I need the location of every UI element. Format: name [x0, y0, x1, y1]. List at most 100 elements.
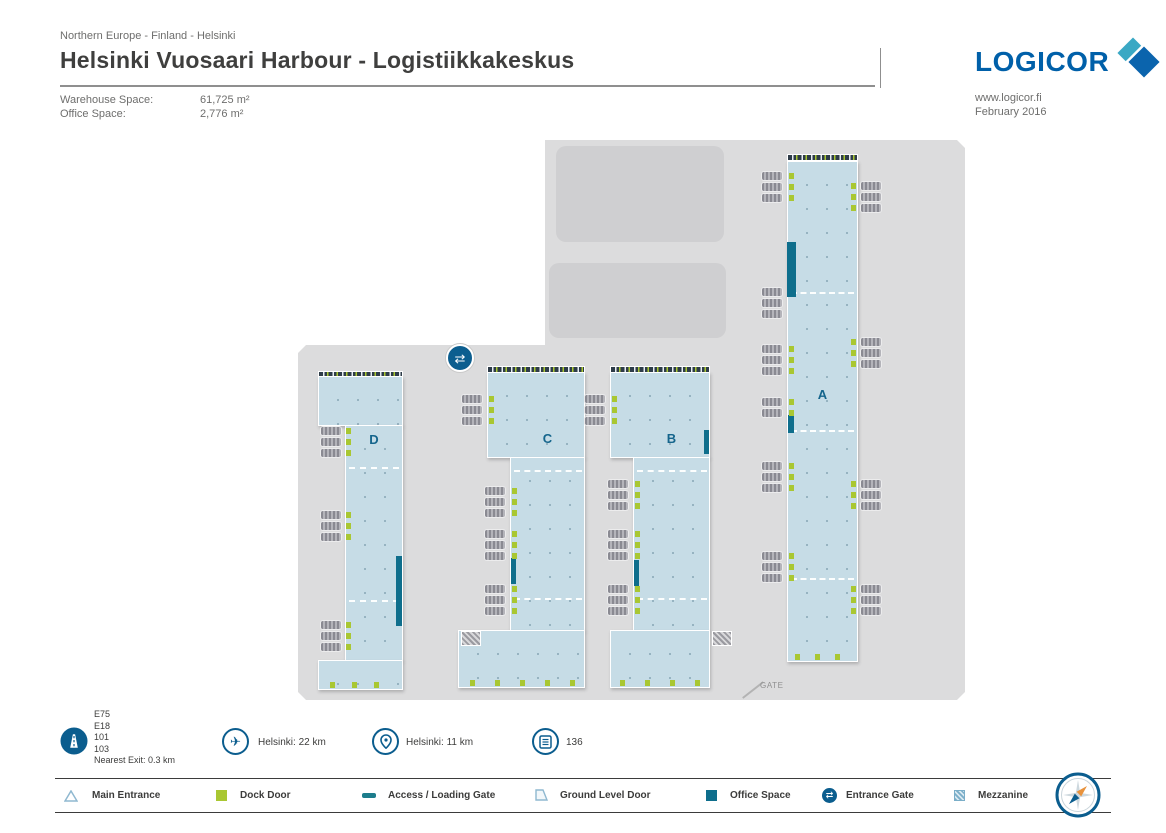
dock-door-marker — [851, 183, 856, 189]
dock-door-marker — [512, 499, 517, 505]
dock-truck — [762, 194, 782, 202]
dock-truck — [321, 522, 341, 530]
dock-truck — [608, 541, 628, 549]
bay-divider — [791, 578, 854, 580]
dock-door-marker — [545, 680, 550, 686]
dock-truck — [321, 621, 341, 629]
dock-truck — [762, 356, 782, 364]
ramp-hatch — [461, 631, 481, 646]
office-space-area — [704, 430, 709, 454]
dock-truck — [861, 204, 881, 212]
roof-band — [487, 366, 585, 373]
office-space-row: Office Space: 2,776 m² — [60, 107, 250, 121]
dock-door-marker — [851, 205, 856, 211]
dock-truck — [608, 502, 628, 510]
dock-door-marker — [645, 680, 650, 686]
dock-truck — [485, 585, 505, 593]
dock-door-marker — [835, 654, 840, 660]
route-e75: E75 — [94, 709, 111, 719]
entrance-gate-arrows-icon: ⇄ — [454, 350, 466, 366]
city-distance: Helsinki: 11 km — [406, 737, 474, 748]
dock-truck — [762, 552, 782, 560]
dock-door-marker — [612, 396, 617, 402]
bay-divider — [514, 470, 582, 472]
ground-level-door-icon — [534, 788, 549, 807]
access-loading-gate-icon — [362, 793, 376, 798]
ramp-hatch — [712, 631, 732, 646]
legend-label-access-loading-gate: Access / Loading Gate — [388, 790, 496, 801]
port-route-icon — [532, 728, 559, 755]
dock-door-marker — [346, 644, 351, 650]
dock-truck — [321, 511, 341, 519]
legend-label-main-entrance: Main Entrance — [92, 790, 161, 801]
dock-door-marker — [795, 654, 800, 660]
dock-door-marker — [512, 510, 517, 516]
dock-truck — [762, 563, 782, 571]
dock-door-marker — [512, 531, 517, 537]
bay-divider — [791, 292, 854, 294]
dock-truck — [585, 406, 605, 414]
dock-door-marker — [512, 608, 517, 614]
building-section — [345, 425, 403, 661]
dock-door-marker — [489, 407, 494, 413]
dock-truck — [608, 552, 628, 560]
dock-truck — [762, 574, 782, 582]
dock-truck — [861, 607, 881, 615]
dock-truck — [321, 427, 341, 435]
office-space-area — [787, 242, 796, 297]
dock-truck — [762, 172, 782, 180]
dock-door-marker — [851, 339, 856, 345]
dock-door-marker — [789, 357, 794, 363]
dock-door-marker — [851, 194, 856, 200]
dock-truck — [762, 345, 782, 353]
dock-door-marker — [620, 680, 625, 686]
dock-door-marker — [789, 399, 794, 405]
parking-area — [549, 263, 726, 338]
dock-truck — [485, 541, 505, 549]
warehouse-space-label: Warehouse Space: — [60, 94, 154, 106]
logicor-wordmark: LOGICOR — [975, 46, 1110, 77]
dock-truck — [762, 299, 782, 307]
dock-truck — [608, 596, 628, 604]
dock-door-marker — [789, 195, 794, 201]
dock-door-marker — [789, 184, 794, 190]
dock-truck — [485, 530, 505, 538]
main-entrance-icon — [63, 789, 79, 807]
dock-door-marker — [346, 534, 351, 540]
bay-divider — [637, 598, 707, 600]
dock-truck — [762, 367, 782, 375]
page-title: Helsinki Vuosaari Harbour - Logistiikkak… — [60, 47, 575, 73]
gate-label: GATE — [760, 681, 784, 690]
dock-door-marker — [346, 512, 351, 518]
dock-door-marker — [851, 503, 856, 509]
building-label: A — [817, 386, 828, 402]
dock-door-marker — [695, 680, 700, 686]
dock-door-marker — [851, 586, 856, 592]
airport-distance: Helsinki: 22 km — [258, 737, 326, 748]
dock-truck — [762, 473, 782, 481]
dock-truck — [462, 417, 482, 425]
dock-door-marker — [635, 586, 640, 592]
dock-truck — [485, 498, 505, 506]
dock-door-marker — [789, 474, 794, 480]
office-space-value: 2,776 m² — [200, 108, 244, 120]
dock-truck — [861, 338, 881, 346]
dock-door-marker — [512, 542, 517, 548]
dock-truck — [462, 406, 482, 414]
dock-door-marker — [495, 680, 500, 686]
dock-door-marker — [851, 350, 856, 356]
dock-truck — [762, 183, 782, 191]
dock-door-marker — [789, 368, 794, 374]
roof-band — [787, 154, 858, 161]
dock-door-marker — [346, 523, 351, 529]
dock-truck — [762, 398, 782, 406]
location-pin-icon — [372, 728, 399, 755]
entrance-gate-marker: ⇄ — [446, 344, 474, 372]
building-label: C — [542, 430, 553, 446]
dock-door-marker — [635, 492, 640, 498]
route-103: 103 — [94, 743, 110, 754]
dock-truck — [762, 409, 782, 417]
dock-door-marker — [789, 485, 794, 491]
dock-door-marker — [520, 680, 525, 686]
